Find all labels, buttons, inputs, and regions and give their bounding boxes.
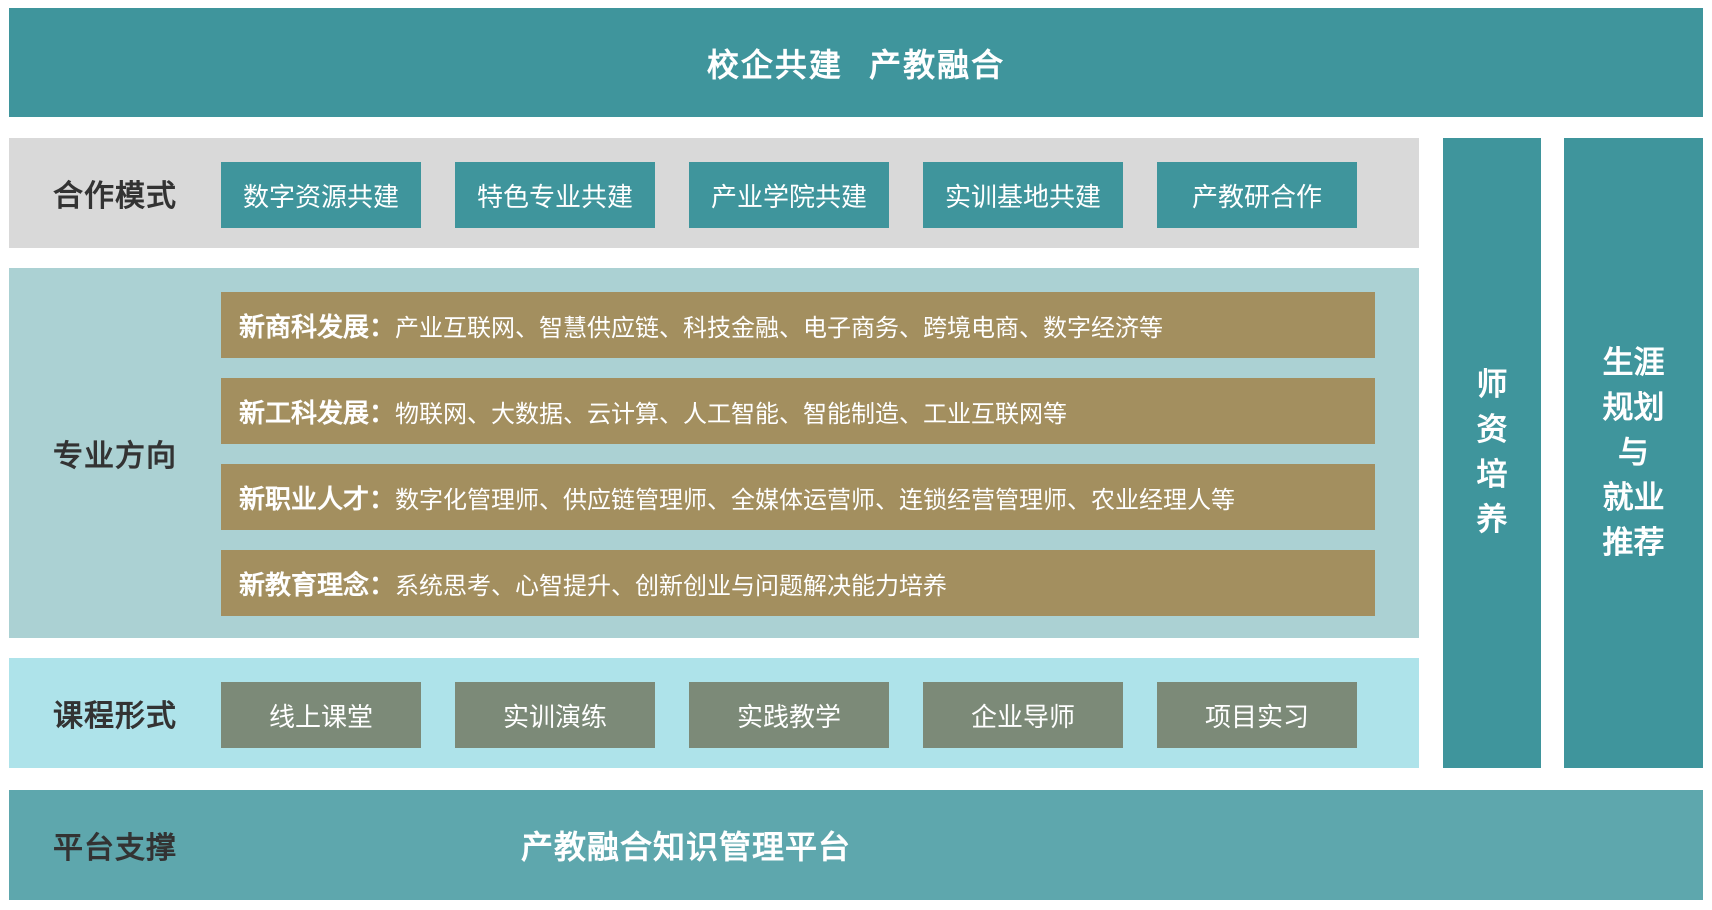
platform-row: 平台支撑 产教融合知识管理平台 xyxy=(9,790,1703,900)
major-bar-body: 数字化管理师、供应链管理师、全媒体运营师、连锁经营管理师、农业经理人等 xyxy=(395,485,1236,514)
major-bar-body: 系统思考、心智提升、创新创业与问题解决能力培养 xyxy=(395,571,948,600)
major-bar-body: 物联网、大数据、云计算、人工智能、智能制造、工业互联网等 xyxy=(395,399,1068,428)
platform-label: 平台支撑 xyxy=(53,831,177,866)
career-line: 就业 xyxy=(1602,479,1665,516)
course-item-online: 线上课堂 xyxy=(221,682,421,748)
major-direction-row: 专业方向 新商科发展： 产业互联网、智慧供应链、科技金融、电子商务、跨境电商、数… xyxy=(9,268,1419,638)
course-item-practice: 实践教学 xyxy=(689,682,889,748)
major-bar-engineering: 新工科发展： 物联网、大数据、云计算、人工智能、智能制造、工业互联网等 xyxy=(221,378,1375,444)
major-bar-business: 新商科发展： 产业互联网、智慧供应链、科技金融、电子商务、跨境电商、数字经济等 xyxy=(221,292,1375,358)
coop-item-industry-college: 产业学院共建 xyxy=(689,162,889,228)
course-format-row: 课程形式 线上课堂 实训演练 实践教学 企业导师 项目实习 xyxy=(9,658,1419,768)
major-bar-education: 新教育理念： 系统思考、心智提升、创新创业与问题解决能力培养 xyxy=(221,550,1375,616)
course-item-training: 实训演练 xyxy=(455,682,655,748)
career-line: 与 xyxy=(1618,434,1649,471)
teacher-char: 养 xyxy=(1476,502,1508,538)
major-bar-body: 产业互联网、智慧供应链、科技金融、电子商务、跨境电商、数字经济等 xyxy=(395,313,1164,342)
career-planning-column: 生涯 规划 与 就业 推荐 xyxy=(1564,138,1703,768)
major-bar-head: 新职业人才： xyxy=(239,484,396,515)
major-bar-head: 新工科发展： xyxy=(239,398,396,429)
teacher-char: 师 xyxy=(1476,367,1508,403)
major-direction-label: 专业方向 xyxy=(53,439,177,474)
major-bar-professional: 新职业人才： 数字化管理师、供应链管理师、全媒体运营师、连锁经营管理师、农业经理… xyxy=(221,464,1375,530)
career-line: 规划 xyxy=(1602,389,1665,426)
coop-item-digital-resources: 数字资源共建 xyxy=(221,162,421,228)
top-banner: 校企共建 产教融合 xyxy=(9,8,1703,117)
coop-item-research-cooperation: 产教研合作 xyxy=(1157,162,1357,228)
teacher-training-text: 师 资 培 养 xyxy=(1477,363,1508,543)
banner-title: 校企共建 产教融合 xyxy=(706,45,1006,84)
platform-title: 产教融合知识管理平台 xyxy=(521,828,852,866)
cooperation-label: 合作模式 xyxy=(53,179,177,214)
cooperation-row: 合作模式 数字资源共建 特色专业共建 产业学院共建 实训基地共建 产教研合作 xyxy=(9,138,1419,248)
coop-item-featured-major: 特色专业共建 xyxy=(455,162,655,228)
course-item-internship: 项目实习 xyxy=(1157,682,1357,748)
coop-item-training-base: 实训基地共建 xyxy=(923,162,1123,228)
major-bar-head: 新商科发展： xyxy=(239,312,396,343)
course-item-mentor: 企业导师 xyxy=(923,682,1123,748)
career-planning-text: 生涯 规划 与 就业 推荐 xyxy=(1603,341,1665,566)
course-format-label: 课程形式 xyxy=(53,699,177,734)
teacher-char: 资 xyxy=(1476,412,1508,448)
teacher-training-column: 师 资 培 养 xyxy=(1443,138,1541,768)
career-line: 推荐 xyxy=(1602,524,1665,561)
teacher-char: 培 xyxy=(1476,457,1508,493)
career-line: 生涯 xyxy=(1602,344,1665,381)
major-bar-head: 新教育理念： xyxy=(239,570,396,601)
